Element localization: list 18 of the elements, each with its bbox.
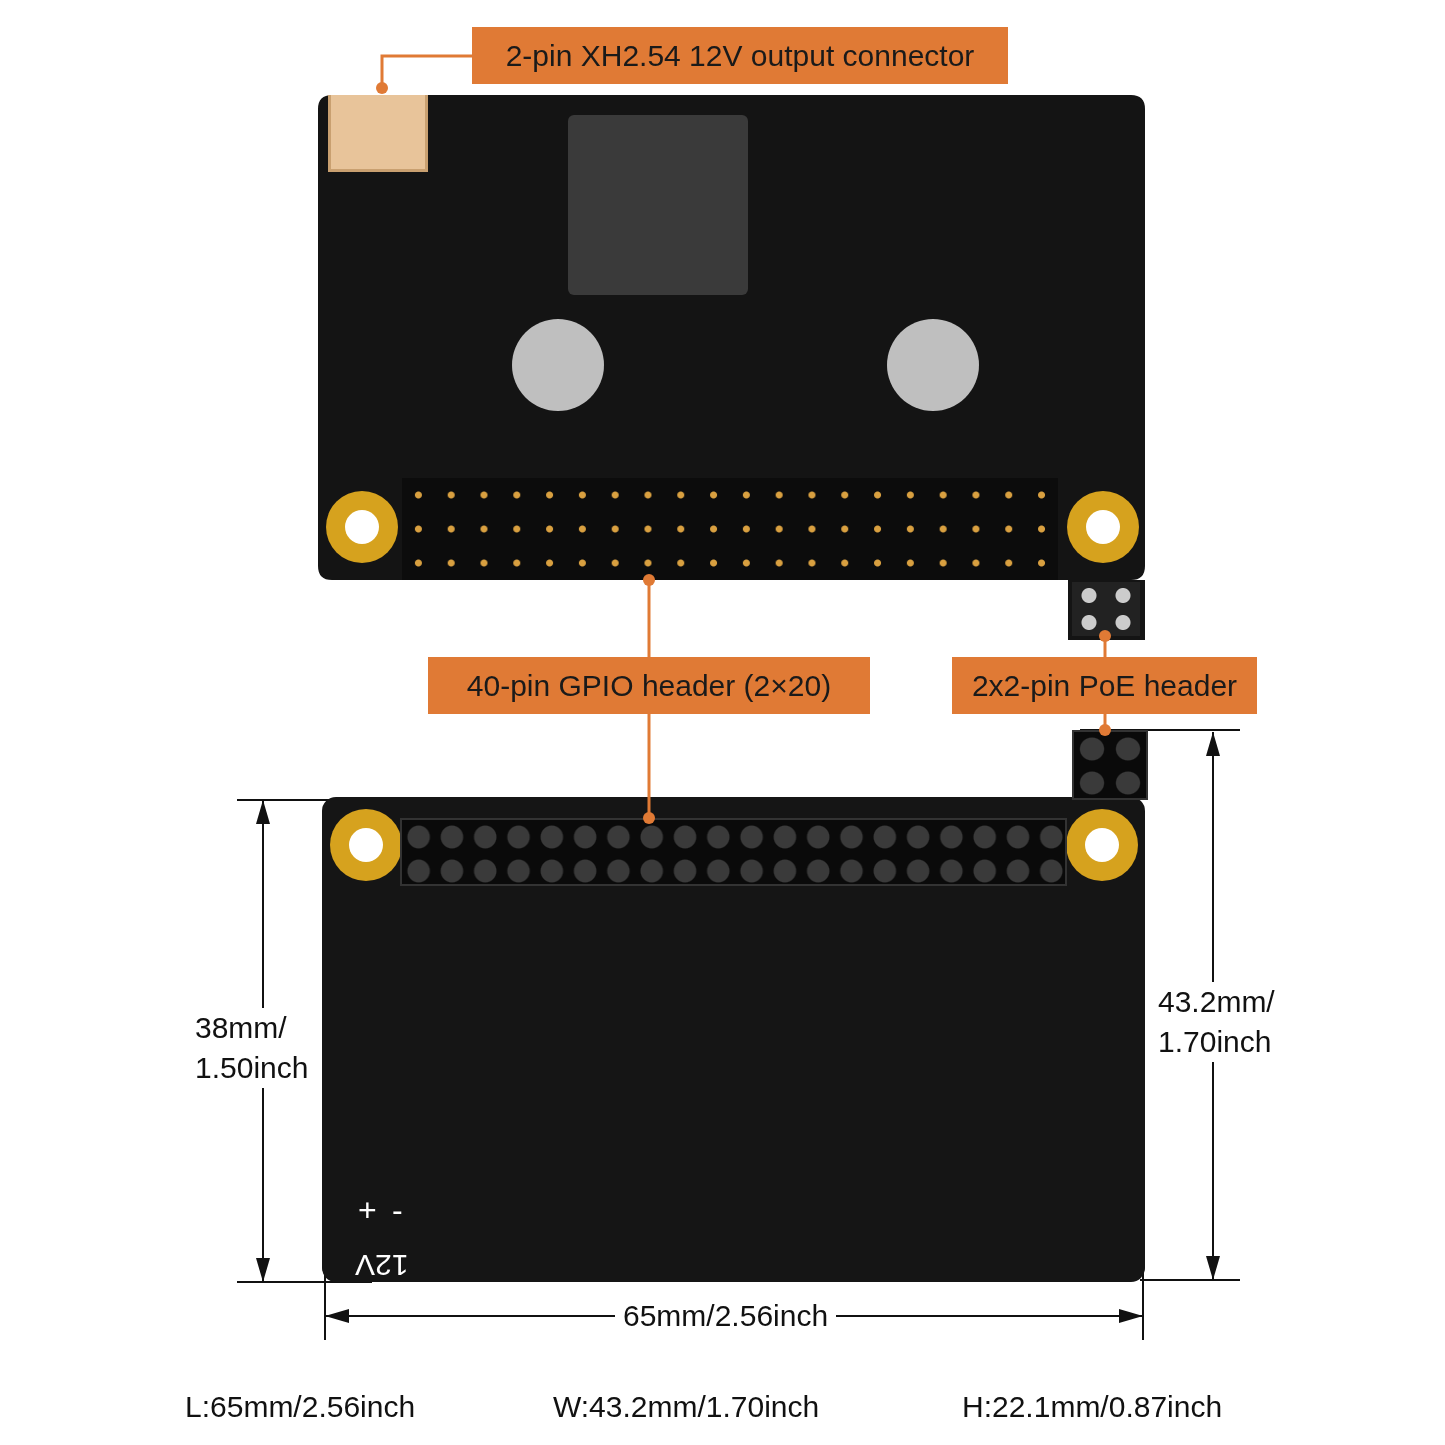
polarity-mark: + [358,1191,377,1230]
circuit-board [318,95,1145,640]
pin-header [402,478,1058,580]
label-tag: 2x2-pin PoE header [952,657,1257,714]
pin-header [1072,582,1140,636]
leader-line [1099,714,1111,736]
leader-line [1099,630,1111,657]
leader-line [643,574,655,657]
circuit-board [322,797,1145,1282]
label-tag: 2-pin XH2.54 12V output connector [472,27,1008,84]
polarity-mark: - [392,1191,403,1230]
leader-line [643,714,655,824]
pin-socket [400,818,1067,886]
voltage-mark: 12V [355,1248,409,1284]
leader-line [376,54,472,94]
pin-socket [1072,730,1148,800]
label-tag: 40-pin GPIO header (2×20) [428,657,870,714]
wire-connector [328,95,428,172]
